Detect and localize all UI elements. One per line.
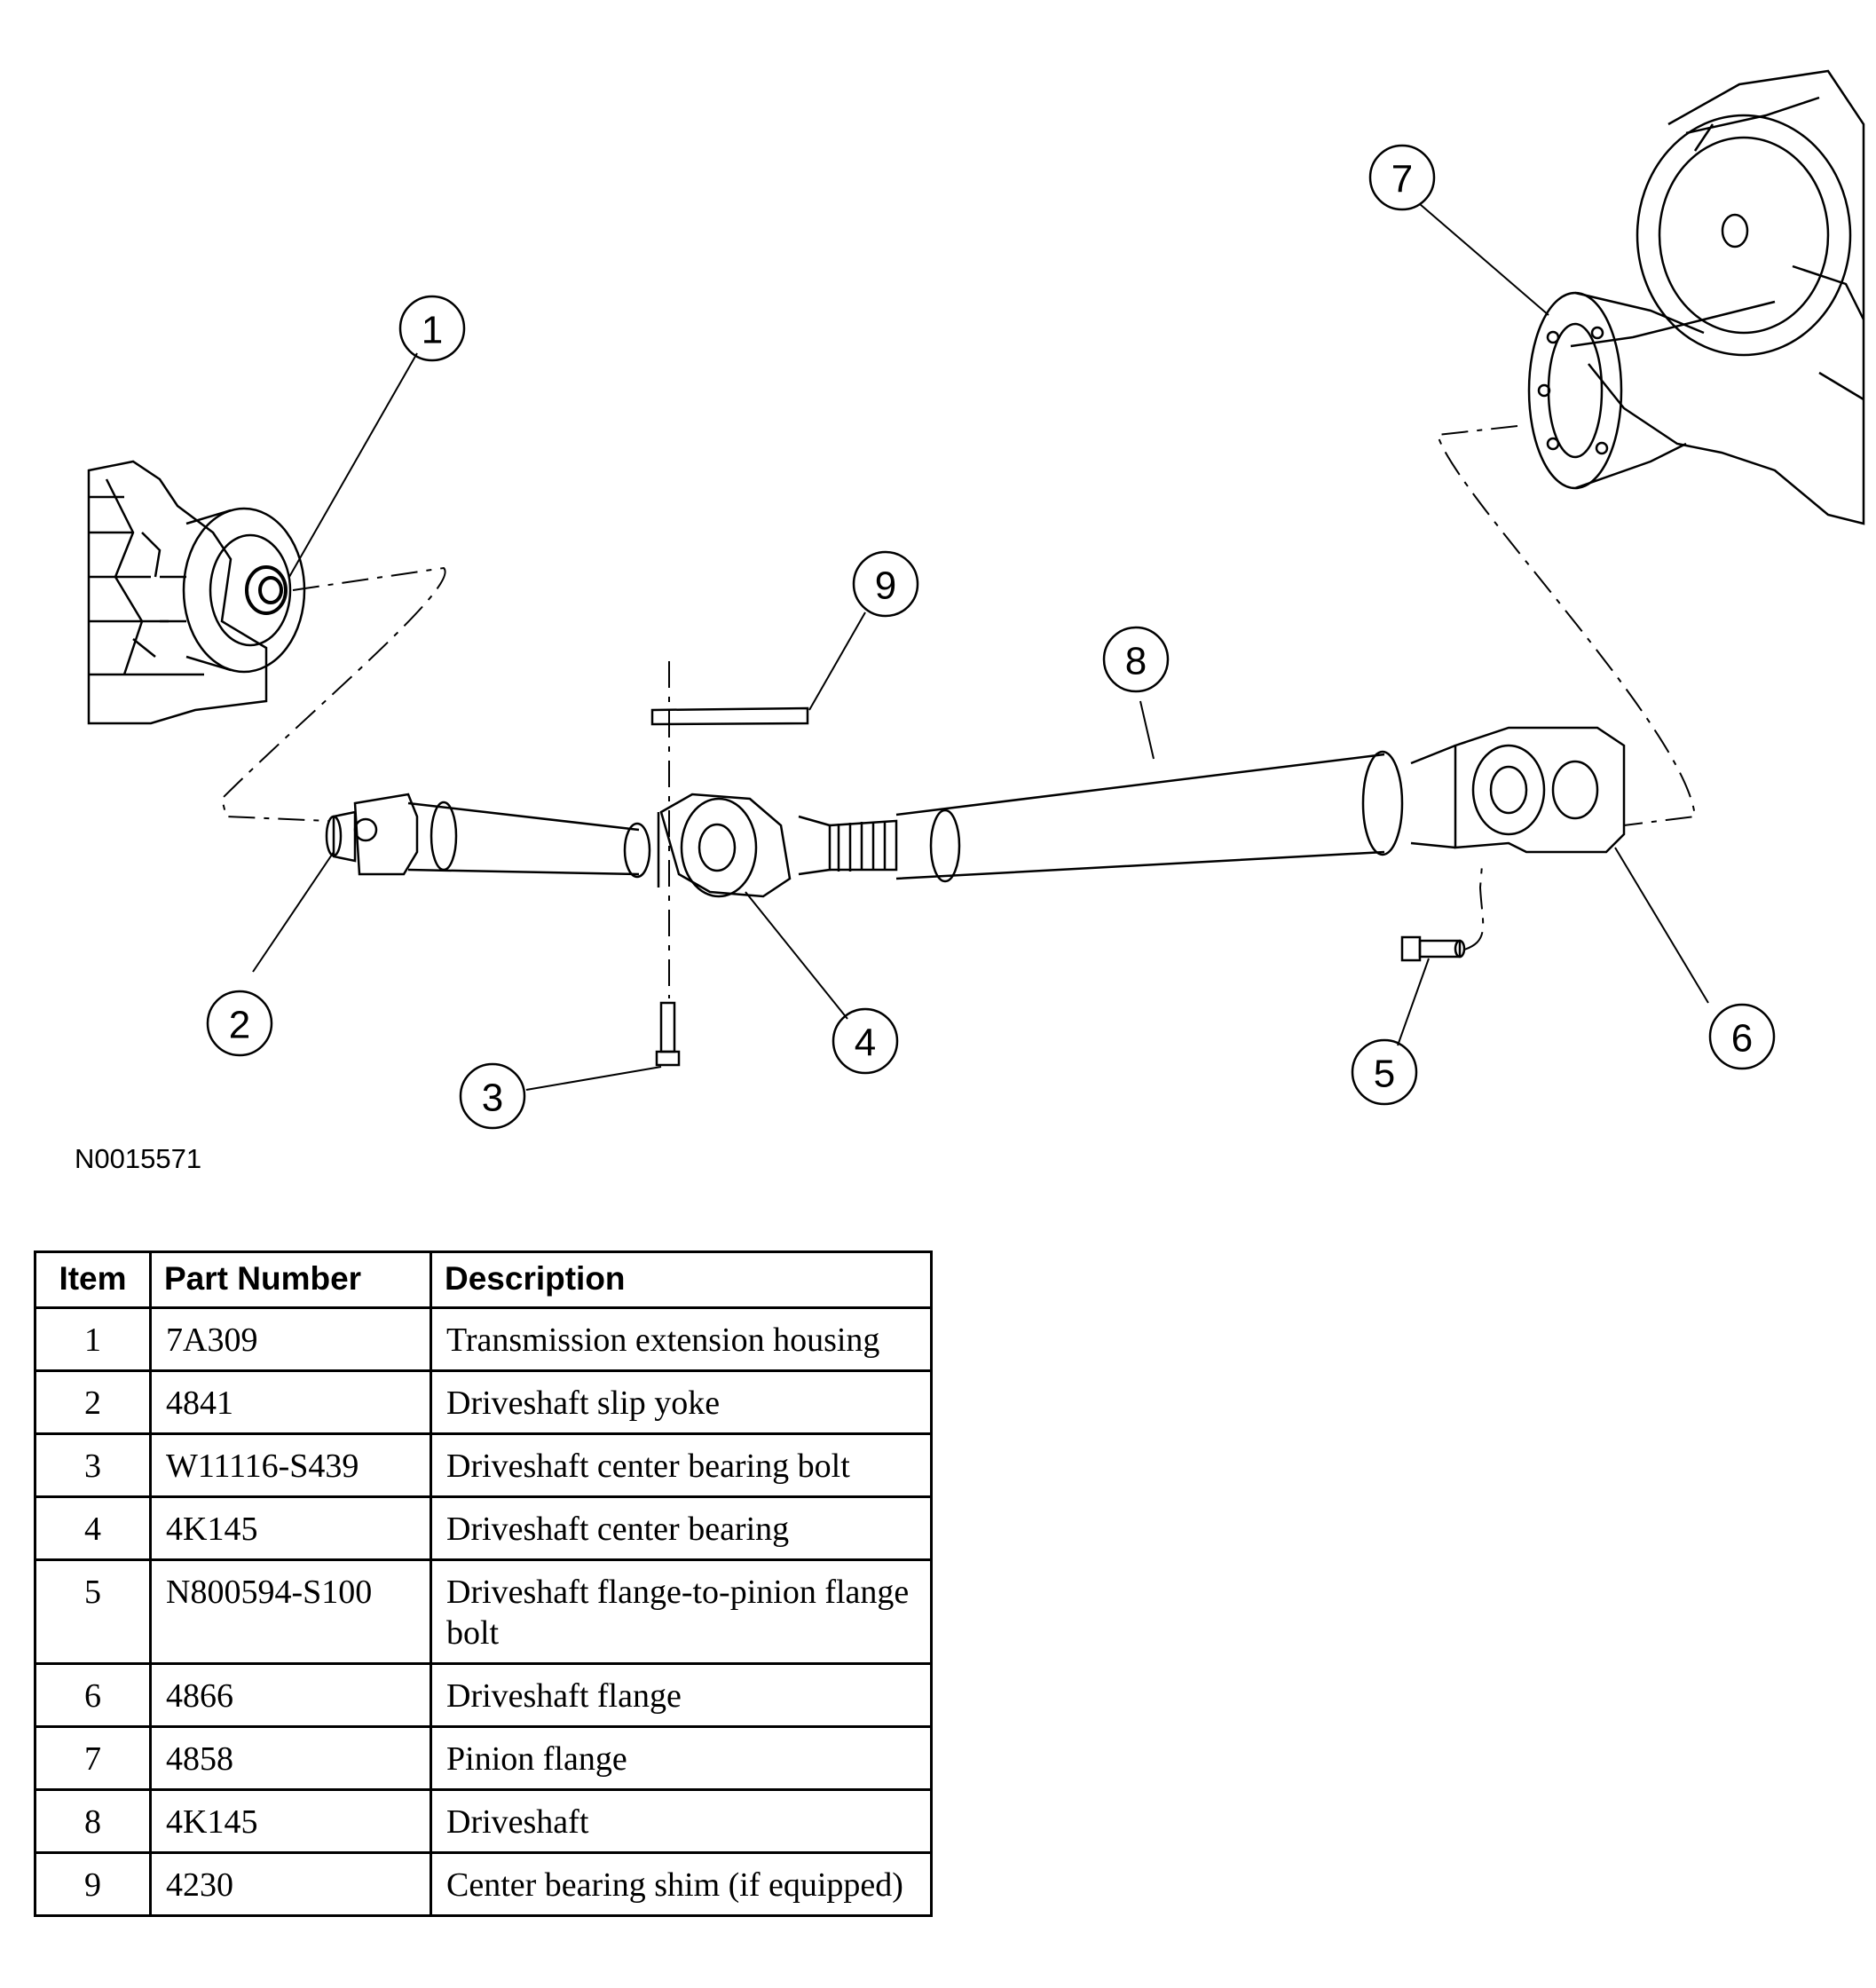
header-description: Description	[430, 1250, 933, 1309]
callout-8: 8	[1125, 640, 1147, 683]
figure-id: N0015571	[75, 1143, 202, 1174]
item-cell: 7	[34, 1725, 152, 1791]
driveshaft-exploded-diagram: 1 2 3 4 5 6 7 8 9	[87, 69, 1865, 1130]
diagram-canvas: 1 2 3 4 5 6 7 8 9	[87, 69, 1865, 1130]
item-cell: 9	[34, 1851, 152, 1917]
table-row: 4 4K145 Driveshaft center bearing	[34, 1495, 933, 1561]
parts-table: Item Part Number Description 1 7A309 Tra…	[34, 1250, 933, 1917]
description-cell: Driveshaft center bearing bolt	[430, 1432, 933, 1498]
rear-axle-drawing	[1527, 69, 1865, 525]
header-item: Item	[34, 1250, 152, 1309]
part-number-cell: 4866	[149, 1662, 432, 1728]
item-cell: 8	[34, 1788, 152, 1854]
part-number-cell: 4230	[149, 1851, 432, 1917]
table-row: 1 7A309 Transmission extension housing	[34, 1306, 933, 1372]
part-number-cell: 7A309	[149, 1306, 432, 1372]
table-row: 8 4K145 Driveshaft	[34, 1788, 933, 1854]
driveshaft-drawing	[325, 726, 1626, 898]
callout-6: 6	[1731, 1017, 1753, 1061]
description-cell: Center bearing shim (if equipped)	[430, 1851, 933, 1917]
description-cell: Driveshaft	[430, 1788, 933, 1854]
part-number-cell: 4841	[149, 1369, 432, 1435]
callout-4: 4	[855, 1022, 876, 1065]
item-cell: 3	[34, 1432, 152, 1498]
table-row: 3 W11116-S439 Driveshaft center bearing …	[34, 1432, 933, 1498]
description-cell: Transmission extension housing	[430, 1306, 933, 1372]
leader-lines	[252, 203, 1709, 1091]
callout-5: 5	[1374, 1053, 1395, 1096]
description-cell: Driveshaft flange	[430, 1662, 933, 1728]
item-cell: 2	[34, 1369, 152, 1435]
table-header-row: Item Part Number Description	[34, 1250, 933, 1309]
header-part-number: Part Number	[149, 1250, 432, 1309]
transmission-drawing	[87, 460, 306, 725]
description-cell: Pinion flange	[430, 1725, 933, 1791]
description-cell: Driveshaft slip yoke	[430, 1369, 933, 1435]
item-cell: 5	[34, 1558, 152, 1665]
item-cell: 1	[34, 1306, 152, 1372]
assembly-path-lines	[220, 425, 1697, 998]
item-cell: 6	[34, 1662, 152, 1728]
callout-2: 2	[229, 1004, 250, 1047]
description-cell: Driveshaft flange-to-pinion flange bolt	[430, 1558, 933, 1665]
part-number-cell: 4K145	[149, 1788, 432, 1854]
callout-circles	[206, 144, 1776, 1130]
table-row: 5 N800594-S100 Driveshaft flange-to-pini…	[34, 1558, 933, 1665]
part-number-cell: 4K145	[149, 1495, 432, 1561]
callout-7: 7	[1391, 158, 1413, 201]
item-cell: 4	[34, 1495, 152, 1561]
center-bearing-bolt-drawing	[655, 1001, 681, 1067]
table-row: 2 4841 Driveshaft slip yoke	[34, 1369, 933, 1435]
table-row: 9 4230 Center bearing shim (if equipped)	[34, 1851, 933, 1917]
callout-9: 9	[875, 564, 896, 608]
callout-3: 3	[482, 1077, 503, 1120]
part-number-cell: W11116-S439	[149, 1432, 432, 1498]
center-bearing-shim-drawing	[650, 706, 809, 726]
table-row: 7 4858 Pinion flange	[34, 1725, 933, 1791]
table-row: 6 4866 Driveshaft flange	[34, 1662, 933, 1728]
part-number-cell: 4858	[149, 1725, 432, 1791]
callout-1: 1	[422, 309, 443, 352]
flange-bolt-drawing	[1400, 935, 1466, 962]
part-number-cell: N800594-S100	[149, 1558, 432, 1665]
description-cell: Driveshaft center bearing	[430, 1495, 933, 1561]
